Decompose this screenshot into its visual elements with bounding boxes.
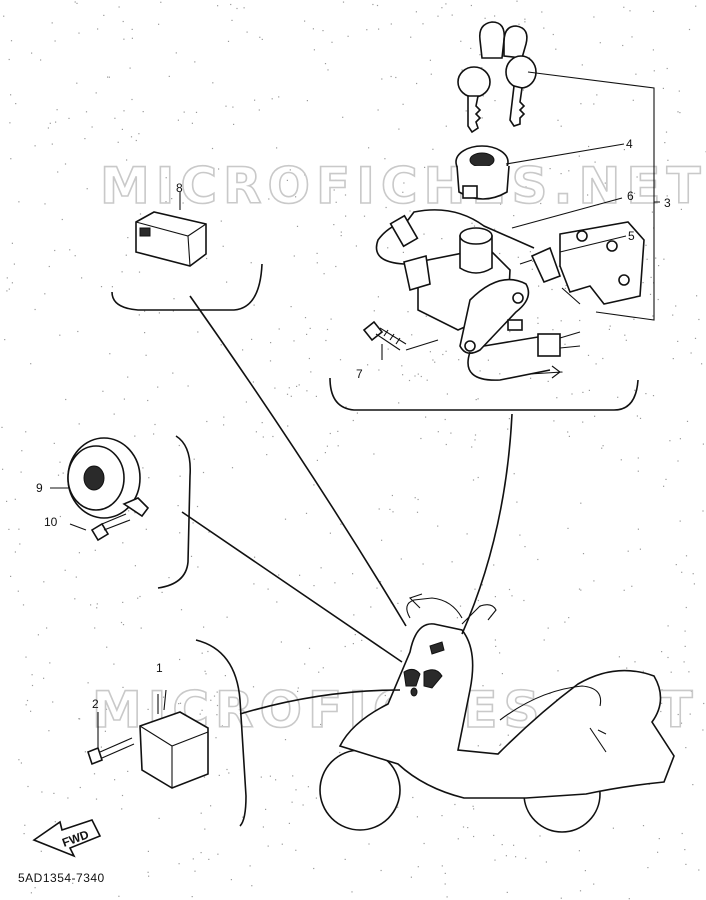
callout-2: 2	[92, 697, 99, 711]
callout-4: 4	[626, 137, 633, 151]
callout-7: 7	[356, 367, 363, 381]
screw-7-drawing	[362, 320, 407, 351]
leader-3	[527, 71, 660, 321]
diagram-code: 5AD1354-7340	[18, 871, 105, 885]
fwd-arrow-icon: FWD	[32, 819, 102, 858]
main-switch-group	[329, 21, 660, 411]
horn-9-group	[50, 435, 192, 589]
watermark-top: MICROFICHES.NET	[100, 157, 706, 215]
seat-lock-drawing	[519, 221, 645, 305]
callout-5: 5	[628, 229, 635, 243]
location-leader-lines	[181, 295, 513, 715]
relay-8-group	[111, 192, 263, 311]
leader-6	[511, 197, 623, 229]
key-set-drawing	[457, 21, 537, 134]
main-switch-drawing	[375, 209, 581, 381]
scooter-outline	[319, 593, 675, 833]
lock-cylinder-drawing	[455, 145, 510, 200]
callout-3: 3	[664, 196, 671, 210]
callout-6: 6	[627, 189, 634, 203]
callout-8: 8	[176, 181, 183, 195]
leader-5	[559, 235, 627, 253]
group-bracket-main-switch	[329, 377, 639, 411]
flasher-relay-1-group	[87, 639, 247, 827]
leader-7	[381, 339, 439, 360]
callout-10: 10	[44, 515, 58, 529]
leader-4	[505, 143, 625, 165]
callout-9: 9	[36, 481, 43, 495]
callout-1: 1	[156, 661, 163, 675]
